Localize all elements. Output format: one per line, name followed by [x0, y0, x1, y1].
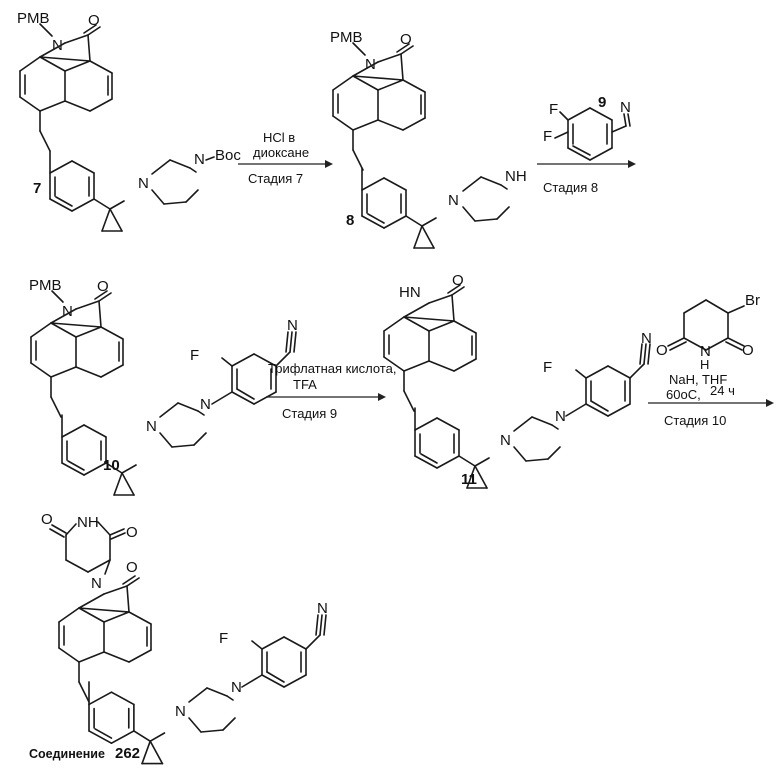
reagent-9-structure: 9 F F N [543, 94, 631, 160]
n-label: N [555, 408, 566, 425]
step-7-reagent-1: HCl в [263, 130, 295, 145]
pmb-label: PMB [29, 277, 62, 294]
compound-number-10: 10 [103, 457, 120, 474]
compound-7-structure: PMB N O N N Boc 7 [17, 10, 241, 231]
step-8-label: Стадия 8 [543, 180, 598, 195]
h-label: H [700, 357, 709, 372]
n-label: N [448, 192, 459, 209]
o-label: O [41, 511, 53, 528]
step-7-label: Стадия 7 [248, 171, 303, 186]
f-label: F [543, 128, 552, 145]
step-8-arrow: Стадия 8 [537, 160, 636, 195]
n-label: N [641, 330, 652, 347]
nh-label: NH [77, 514, 99, 531]
step-9-label: Стадия 9 [282, 406, 337, 421]
step-10-arrow: NaH, THF 60oC, 24 ч Стадия 10 [648, 372, 774, 428]
o-label: O [656, 342, 668, 359]
compound-number-8: 8 [346, 212, 354, 229]
compound-262-structure: O NH O N O N N F N Соединение 262 [29, 511, 328, 764]
reagent-bromoglutarimide: Br O O N H [656, 292, 760, 372]
compound-number-7: 7 [33, 180, 41, 197]
o-label: O [126, 524, 138, 541]
br-label: Br [745, 292, 760, 309]
o-label: O [97, 278, 109, 295]
step-9-reagent-1: Трифлатная кислота, [268, 361, 396, 376]
pmb-label: PMB [17, 10, 50, 27]
step-10-label: Стадия 10 [664, 413, 726, 428]
n-label: N [231, 679, 242, 696]
step-7-reagent-2: диоксане [253, 145, 309, 160]
f-label: F [219, 630, 228, 647]
nh-label: NH [505, 168, 527, 185]
n-label: N [194, 151, 205, 168]
n-label: N [620, 99, 631, 116]
n-label: N [91, 575, 102, 592]
n-label: N [146, 418, 157, 435]
compound-10-structure: PMB N O N N F N 10 [29, 277, 298, 495]
step-7-arrow: HCl в диоксане Стадия 7 [238, 130, 333, 186]
compound-262-name: Соединение [29, 747, 105, 761]
step-10-reagent-2b: 24 ч [710, 383, 735, 398]
compound-number-9: 9 [598, 94, 606, 111]
pmb-label: PMB [330, 29, 363, 46]
boc-label: Boc [215, 147, 241, 164]
step-9-arrow: Трифлатная кислота, TFA Стадия 9 [266, 361, 396, 421]
f-label: F [190, 347, 199, 364]
n-label: N [200, 396, 211, 413]
compound-11-structure: HN O N N F N 11 [384, 272, 652, 488]
n-label: N [317, 600, 328, 617]
step-10-reagent-2: 60oC, [666, 387, 701, 402]
n-label: N [500, 432, 511, 449]
compound-number-11: 11 [461, 471, 477, 488]
n-label: N [138, 175, 149, 192]
n-label: N [175, 703, 186, 720]
n-label: N [287, 317, 298, 334]
f-label: F [549, 101, 558, 118]
compound-number-262: 262 [115, 745, 140, 762]
o-label: O [742, 342, 754, 359]
o-label: O [126, 559, 138, 576]
f-label: F [543, 359, 552, 376]
hn-label: HN [399, 284, 421, 301]
compound-8-structure: PMB N O N NH 8 [330, 29, 527, 248]
step-9-reagent-2: TFA [293, 377, 317, 392]
